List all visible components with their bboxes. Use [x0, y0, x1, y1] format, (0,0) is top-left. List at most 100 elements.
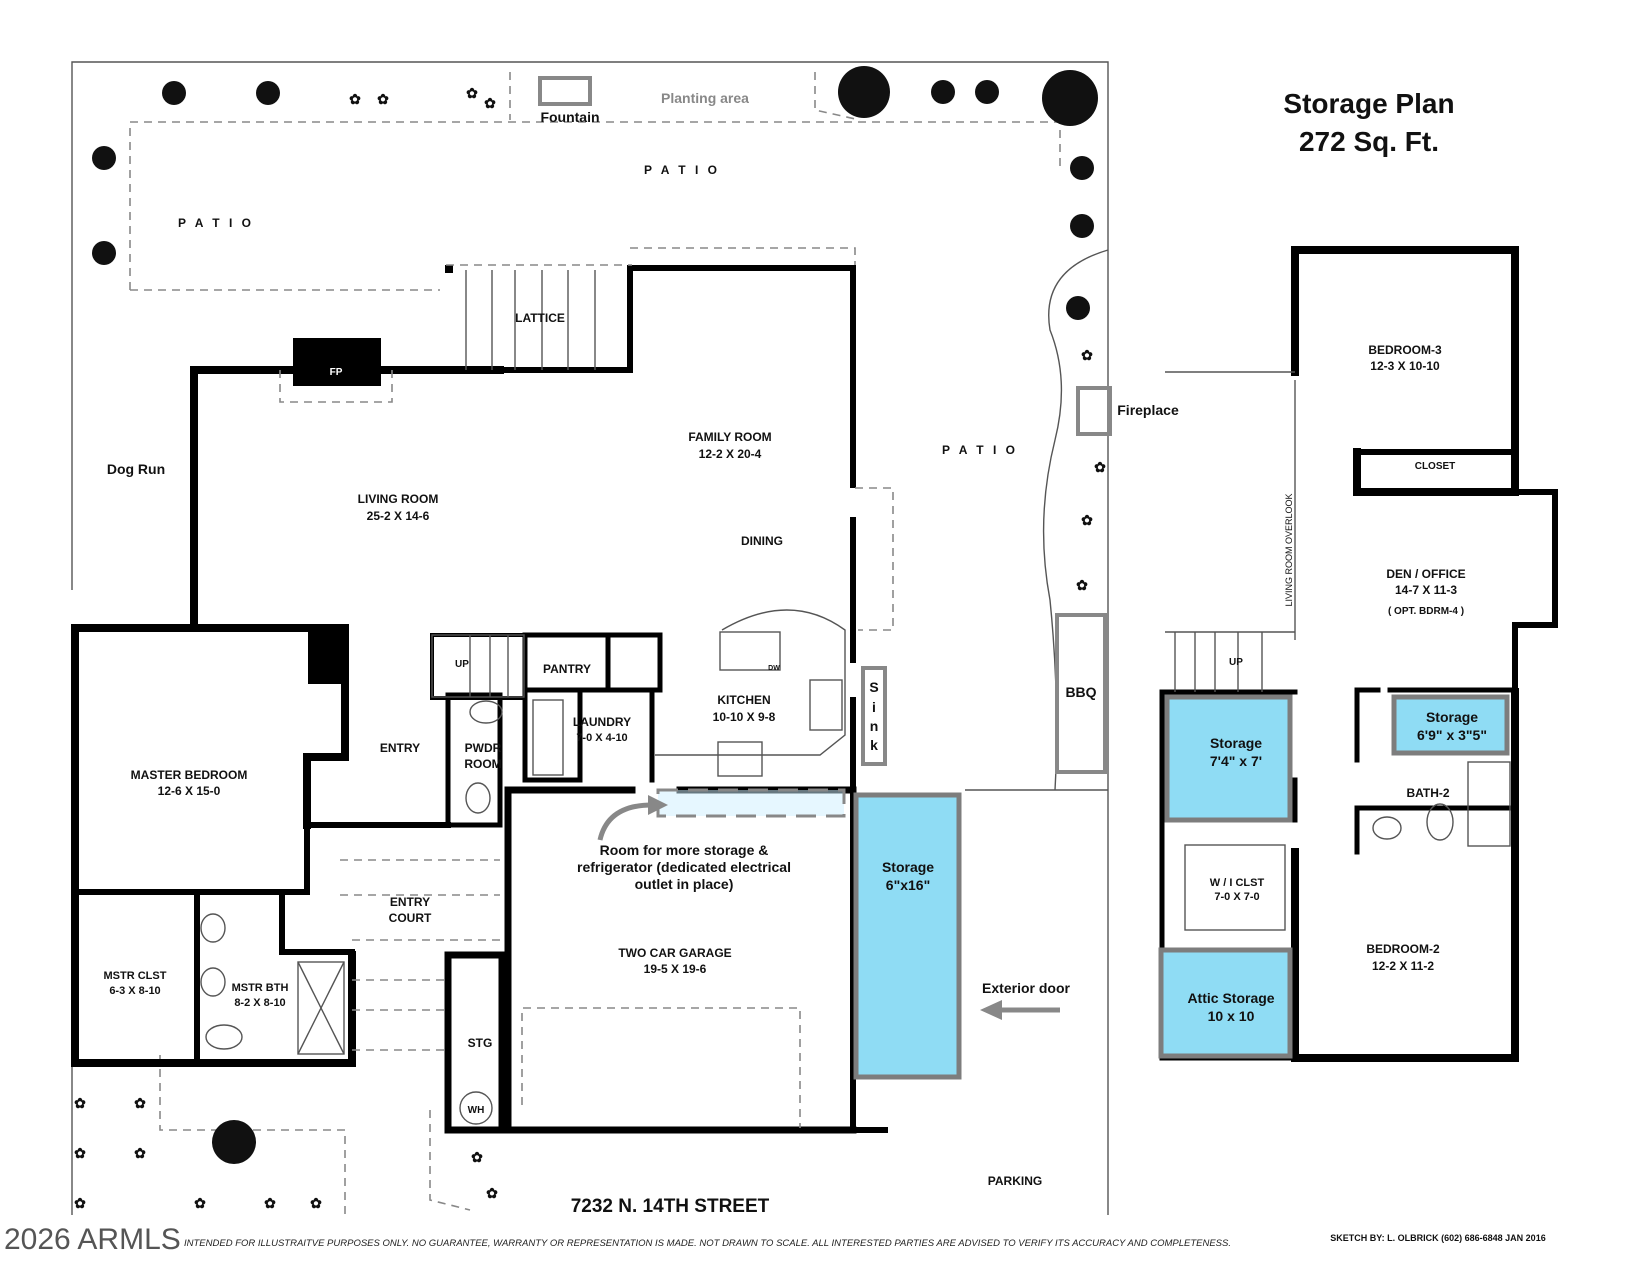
attic-storage-size: 10 x 10	[1208, 1008, 1255, 1024]
kitchen-fixtures	[532, 609, 846, 777]
wi-clst-name: W / I CLST	[1210, 877, 1265, 889]
sink-box	[861, 666, 887, 766]
note-arrow	[597, 802, 653, 841]
den-name: DEN / OFFICE	[1386, 567, 1465, 581]
storage-2-size: 7'4" x 7'	[1210, 753, 1262, 769]
bedroom2-size: 12-2 X 11-2	[1372, 959, 1434, 973]
up-label-main: UP	[455, 659, 469, 670]
landscape-plants: ✿✿ ✿✿ ✿✿ ✿✿ ✿✿ ✿✿ ✿✿ ✿✿ ✿✿	[74, 66, 1106, 1211]
svg-text:✿: ✿	[74, 1195, 86, 1211]
overlook-label: LIVING ROOM OVERLOOK	[1284, 493, 1294, 606]
mstr-bth-name: MSTR BTH	[232, 982, 289, 994]
patio-label-top: P A T I O	[644, 163, 720, 177]
garage-note-line1: Room for more storage &	[600, 842, 769, 858]
storage-3-name: Storage	[1426, 709, 1478, 725]
pwdr-line2: ROOM	[464, 757, 501, 771]
copyright-watermark: 2026 ARMLS	[4, 1223, 181, 1256]
mstr-clst-size: 6-3 X 8-10	[109, 985, 160, 997]
garage-storage-strip	[656, 788, 846, 818]
svg-text:✿: ✿	[471, 1149, 483, 1165]
master-bedroom-size: 12-6 X 15-0	[158, 784, 221, 798]
garage-note-line2: refrigerator (dedicated electrical	[577, 859, 791, 875]
dining-label: DINING	[741, 534, 783, 548]
lot-outline	[71, 61, 1109, 1215]
svg-text:✿: ✿	[134, 1145, 146, 1161]
mstr-clst-name: MSTR CLST	[104, 970, 167, 982]
svg-text:✿: ✿	[134, 1095, 146, 1111]
svg-text:✿: ✿	[310, 1195, 322, 1211]
lattice-label: LATTICE	[515, 311, 565, 325]
stg-label: STG	[468, 1036, 493, 1050]
disclaimer: INTENDED FOR ILLUSTRAITVE PURPOSES ONLY.…	[184, 1238, 1231, 1249]
pantry-label: PANTRY	[543, 662, 591, 676]
laundry-name: LAUNDRY	[573, 715, 631, 729]
pwdr-line1: PWDR	[465, 741, 502, 755]
outdoor-fireplace-box	[1076, 386, 1112, 436]
living-room-name: LIVING ROOM	[358, 492, 439, 506]
storage-upstairs-right	[1391, 694, 1510, 756]
garage-size: 19-5 X 19-6	[644, 962, 707, 976]
storage-3-size: 6'9" x 3"5"	[1417, 727, 1487, 743]
wh-label: WH	[468, 1105, 485, 1116]
svg-text:✿: ✿	[349, 91, 361, 107]
svg-text:✿: ✿	[377, 91, 389, 107]
lattice-area	[279, 247, 894, 631]
sink-letter-i: i	[872, 699, 876, 715]
svg-text:✿: ✿	[1094, 459, 1106, 475]
sink-letter-s: S	[869, 679, 878, 695]
svg-text:✿: ✿	[1076, 577, 1088, 593]
fireplace-label: Fireplace	[1117, 402, 1179, 418]
bath2-label: BATH-2	[1406, 786, 1449, 800]
upstairs-walls	[1159, 246, 1558, 1062]
storage-1-name: Storage	[882, 859, 934, 875]
dw-label: DW	[768, 665, 780, 672]
family-room-size: 12-2 X 20-4	[699, 447, 762, 461]
bbq-label: BBQ	[1065, 684, 1096, 700]
storage-upstairs-left	[1164, 694, 1293, 823]
living-room-size: 25-2 X 14-6	[367, 509, 430, 523]
main-floor-walls	[71, 265, 888, 1134]
kitchen-name: KITCHEN	[717, 693, 770, 707]
bedroom2-name: BEDROOM-2	[1366, 942, 1440, 956]
entry-label: ENTRY	[380, 741, 420, 755]
svg-text:✿: ✿	[264, 1195, 276, 1211]
dog-run-label: Dog Run	[107, 461, 165, 477]
sketch-credit: SKETCH BY: L. OLBRICK (602) 686-6848 JAN…	[1330, 1233, 1545, 1243]
main-stairs	[431, 634, 525, 698]
address-label: 7232 N. 14TH STREET	[571, 1196, 770, 1217]
entry-court-line1: ENTRY	[390, 895, 430, 909]
closet-label: CLOSET	[1415, 461, 1456, 472]
fp-label: FP	[330, 367, 343, 378]
labels: Storage Plan 272 Sq. Ft. Fountain Planti…	[4, 88, 1546, 1256]
mstr-bth-size: 8-2 X 8-10	[234, 997, 285, 1009]
attic-storage	[1158, 947, 1293, 1059]
wi-clst-size: 7-0 X 7-0	[1214, 891, 1259, 903]
svg-text:✿: ✿	[484, 95, 496, 111]
fountain-label: Fountain	[540, 109, 599, 125]
den-size: 14-7 X 11-3	[1395, 583, 1457, 597]
storage-garage-side	[853, 792, 962, 1080]
den-note: ( OPT. BDRM-4 )	[1388, 606, 1464, 617]
parking-label: PARKING	[988, 1174, 1042, 1188]
plan-title-line1: Storage Plan	[1283, 88, 1454, 119]
exterior-door-label: Exterior door	[982, 980, 1070, 996]
sink-letter-k: k	[870, 737, 878, 753]
garage-name: TWO CAR GARAGE	[618, 946, 731, 960]
kitchen-size: 10-10 X 9-8	[713, 710, 776, 724]
fountain-box	[538, 76, 592, 106]
svg-text:✿: ✿	[194, 1195, 206, 1211]
entry-court-steps	[340, 859, 801, 1128]
garage-note-line3: outlet in place)	[635, 876, 734, 892]
laundry-size: 7-0 X 4-10	[576, 732, 627, 744]
bedroom3-size: 12-3 X 10-10	[1370, 359, 1440, 373]
patio-label-left: P A T I O	[178, 216, 254, 230]
attic-storage-name: Attic Storage	[1187, 990, 1274, 1006]
storage-2-name: Storage	[1210, 735, 1262, 751]
sink-letter-n: n	[870, 718, 879, 734]
bbq-box	[1055, 613, 1107, 774]
patio-label-right: P A T I O	[942, 443, 1018, 457]
plan-title-line2: 272 Sq. Ft.	[1299, 126, 1439, 157]
storage-1-size: 6"x16"	[886, 877, 930, 893]
svg-text:✿: ✿	[74, 1145, 86, 1161]
